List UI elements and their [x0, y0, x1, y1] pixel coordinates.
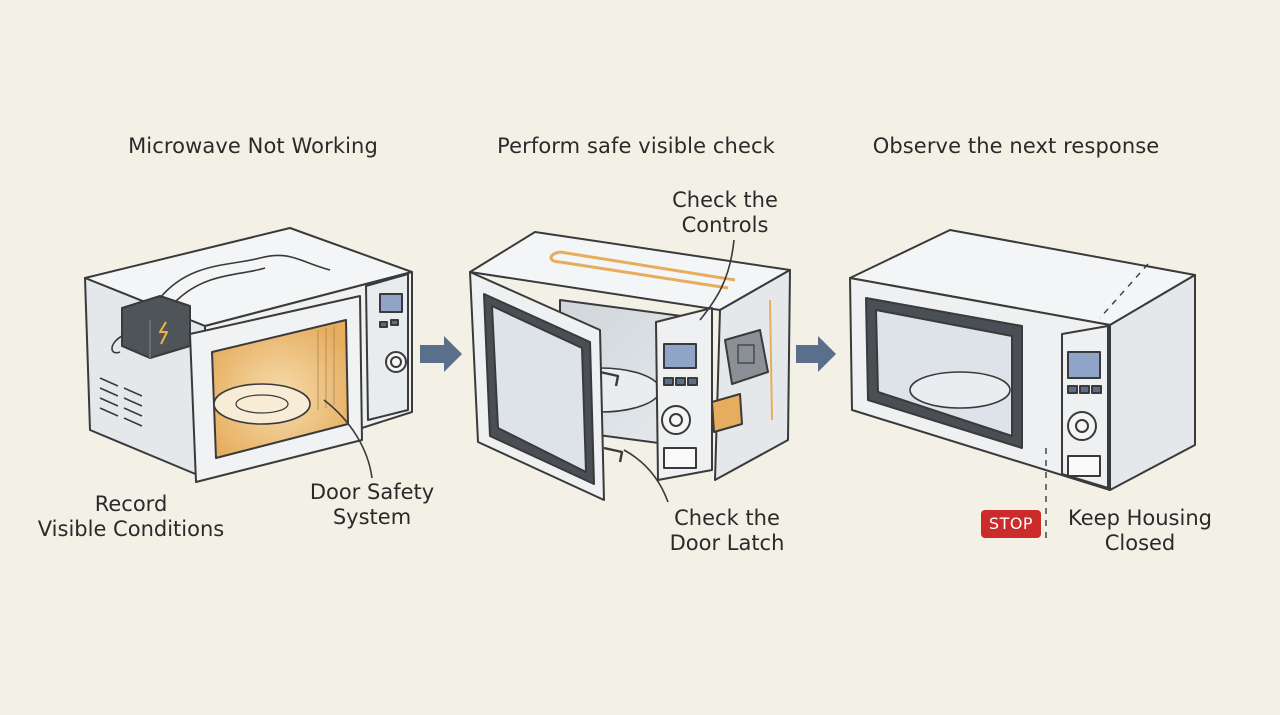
microwave-cutaway: [84, 227, 413, 483]
microwave-door-open: [469, 231, 791, 501]
step-2-title: Perform safe visible check: [497, 134, 775, 158]
step-3-title: Observe the next response: [872, 134, 1160, 158]
step-1-title: Microwave Not Working: [128, 134, 378, 158]
stop-badge: STOP: [981, 510, 1041, 538]
arrow-1: [420, 336, 462, 372]
microwave-closed: [849, 229, 1196, 540]
arrow-2: [796, 336, 836, 372]
callout-lines: [323, 239, 735, 503]
